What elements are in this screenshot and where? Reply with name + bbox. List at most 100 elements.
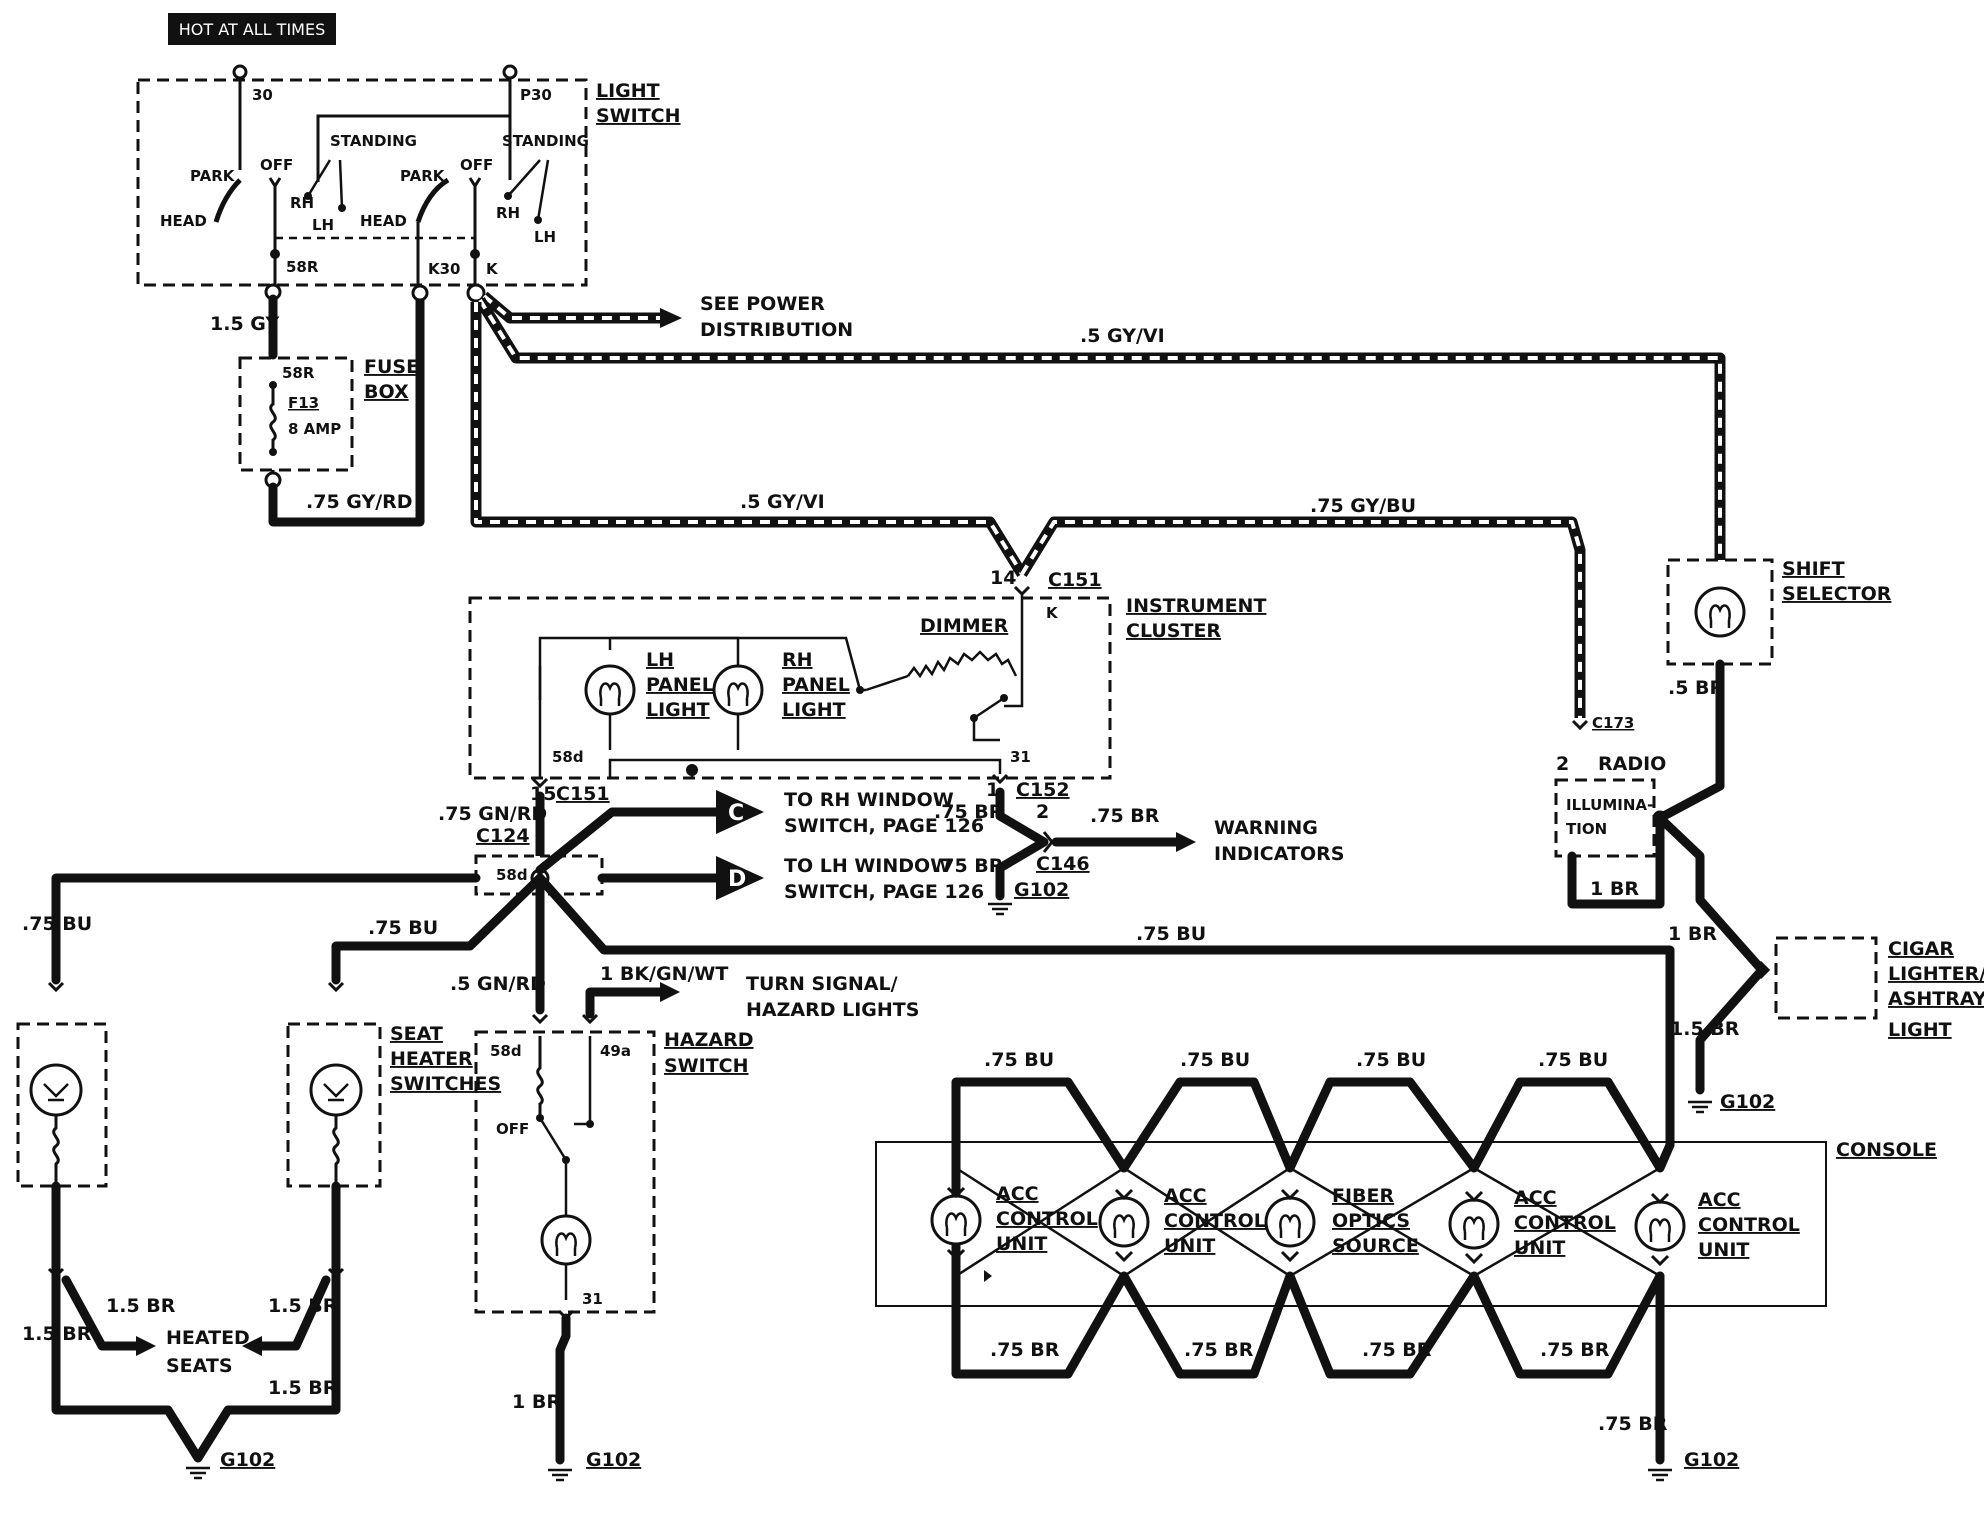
svg-text:INSTRUMENT: INSTRUMENT (1126, 595, 1266, 617)
svg-text:DIMMER: DIMMER (920, 615, 1009, 637)
svg-text:PARK: PARK (400, 167, 446, 185)
svg-text:58R: 58R (286, 258, 319, 276)
svg-text:OFF: OFF (460, 156, 493, 174)
wire-75-br-g102: .75 BR (934, 855, 1004, 877)
seat-heater-switch-right (286, 981, 382, 1188)
svg-text:C146: C146 (1036, 853, 1090, 875)
svg-text:SEATS: SEATS (166, 1355, 233, 1377)
svg-text:CLUSTER: CLUSTER (1126, 620, 1221, 642)
svg-text:SWITCH: SWITCH (664, 1055, 749, 1077)
svg-text:TURN SIGNAL/: TURN SIGNAL/ (746, 973, 898, 995)
ground-g102-hazard: G102 (586, 1449, 641, 1471)
svg-text:LH: LH (646, 649, 674, 671)
svg-text:SELECTOR: SELECTOR (1782, 583, 1892, 605)
wire-1-bk-gn-wt: 1 BK/GN/WT (600, 963, 728, 985)
wire-75-bu-seat: .75 BU (368, 917, 438, 939)
svg-text:SWITCH: SWITCH (596, 105, 681, 127)
wire-75-bu-left: .75 BU (22, 913, 92, 935)
hot-at-all-times-label: HOT AT ALL TIMES (179, 20, 325, 39)
svg-text:LIGHT: LIGHT (646, 699, 710, 721)
svg-text:31: 31 (582, 1290, 603, 1308)
svg-text:.75 BU: .75 BU (984, 1049, 1054, 1071)
svg-text:UNIT: UNIT (1698, 1239, 1749, 1261)
svg-text:58R: 58R (282, 364, 315, 382)
svg-text:FUSE: FUSE (364, 356, 419, 378)
svg-text:CONTROL: CONTROL (1514, 1212, 1616, 1234)
wire-1-5-gy: 1.5 GY (210, 313, 279, 335)
wire-5-br-shift: .5 BR (1668, 677, 1725, 699)
connector-d-arrow (716, 856, 764, 900)
svg-text:HAZARD LIGHTS: HAZARD LIGHTS (746, 999, 919, 1021)
wire-5-gy-vi-mid: .5 GY/VI (740, 491, 825, 513)
svg-text:SHIFT: SHIFT (1782, 558, 1845, 580)
svg-text:.75 BU: .75 BU (1538, 1049, 1608, 1071)
svg-text:CONTROL: CONTROL (996, 1208, 1098, 1230)
svg-text:D: D (728, 867, 746, 892)
svg-text:C151: C151 (1048, 569, 1102, 591)
wire-75-bu-long: .75 BU (1136, 923, 1206, 945)
wire-5-gy-vi-top: .5 GY/VI (1080, 325, 1165, 347)
cigar-lighter: CIGAR LIGHTER/ ASHTRAY LIGHT (1758, 936, 1984, 1041)
svg-text:BOX: BOX (364, 381, 409, 403)
svg-text:HAZARD: HAZARD (664, 1029, 754, 1051)
ground-g102-mid: G102 (1014, 879, 1069, 901)
svg-text:ACC: ACC (1514, 1187, 1557, 1209)
svg-text:LIGHT: LIGHT (1888, 1019, 1952, 1041)
svg-text:PARK: PARK (190, 167, 236, 185)
svg-text:14: 14 (990, 567, 1016, 589)
svg-text:PANEL: PANEL (782, 674, 850, 696)
svg-text:58d: 58d (552, 748, 584, 766)
svg-text:C: C (728, 801, 744, 826)
hot-at-all-times-badge (168, 13, 336, 45)
ground-g102-right: G102 (1720, 1091, 1775, 1113)
svg-text:K: K (486, 260, 499, 278)
svg-text:SOURCE: SOURCE (1332, 1235, 1419, 1257)
svg-text:CONSOLE: CONSOLE (1836, 1139, 1937, 1161)
svg-text:.75 BR: .75 BR (1362, 1339, 1432, 1361)
svg-text:SWITCH, PAGE 126: SWITCH, PAGE 126 (784, 881, 984, 903)
fuse-box: FUSE BOX 58R F13 8 AMP (238, 356, 419, 472)
svg-text:ACC: ACC (996, 1183, 1039, 1205)
svg-text:LIGHTER/: LIGHTER/ (1888, 963, 1984, 985)
svg-text:58d: 58d (496, 866, 528, 884)
svg-text:2: 2 (1036, 801, 1049, 823)
shift-selector: SHIFT SELECTOR (1666, 558, 1892, 666)
svg-text:.75 BR: .75 BR (990, 1339, 1060, 1361)
wire-75-gy-rd: .75 GY/RD (306, 491, 413, 513)
console: CONSOLE ACC CONTROL UNIT ACC CONTROL UNI… (875, 1049, 1937, 1465)
svg-text:C151: C151 (556, 783, 610, 805)
svg-text:C173: C173 (1592, 714, 1634, 732)
svg-text:CIGAR: CIGAR (1888, 938, 1954, 960)
svg-text:WARNING: WARNING (1214, 817, 1318, 839)
svg-text:STANDING: STANDING (330, 132, 417, 150)
svg-text:TO RH WINDOW: TO RH WINDOW (784, 789, 954, 811)
wire-1-br-right: 1 BR (1668, 923, 1717, 945)
hazard-switch: HAZARD SWITCH 58d 49a OFF 31 (474, 1013, 754, 1320)
svg-text:RH: RH (782, 649, 813, 671)
wire-1-5-br-left1: 1.5 BR (106, 1295, 176, 1317)
svg-text:.75 BU: .75 BU (1180, 1049, 1250, 1071)
svg-text:2: 2 (1556, 753, 1569, 775)
see-power-label: SEE POWER (700, 293, 825, 315)
svg-text:C124: C124 (476, 825, 530, 847)
wire-1-5-br-seat1: 1.5 BR (268, 1295, 338, 1317)
pin-p30: P30 (520, 86, 552, 104)
svg-text:K30: K30 (428, 260, 461, 278)
svg-text:ASHTRAY: ASHTRAY (1888, 988, 1984, 1010)
svg-text:INDICATORS: INDICATORS (1214, 843, 1344, 865)
svg-text:SWITCHES: SWITCHES (390, 1073, 501, 1095)
instrument-cluster: 14 C151 K INSTRUMENT CLUSTER LH PANEL LI… (468, 567, 1266, 788)
svg-text:HEATER: HEATER (390, 1048, 473, 1070)
connector-c-arrow (716, 790, 764, 834)
pin-30: 30 (252, 86, 273, 104)
wire-5-gn-rd: .5 GN/RD (450, 973, 546, 995)
svg-text:LIGHT: LIGHT (782, 699, 846, 721)
svg-text:LH: LH (312, 216, 334, 234)
svg-text:UNIT: UNIT (996, 1233, 1047, 1255)
wire-75-gy-bu: .75 GY/BU (1310, 495, 1416, 517)
svg-text:DISTRIBUTION: DISTRIBUTION (700, 319, 853, 341)
wire-75-br-console: .75 BR (1598, 1413, 1668, 1435)
svg-text:TION: TION (1566, 820, 1607, 838)
wire-1-5-br-seat2: 1.5 BR (268, 1377, 338, 1399)
wire-75-br-c152: .75 BR (934, 801, 1004, 823)
